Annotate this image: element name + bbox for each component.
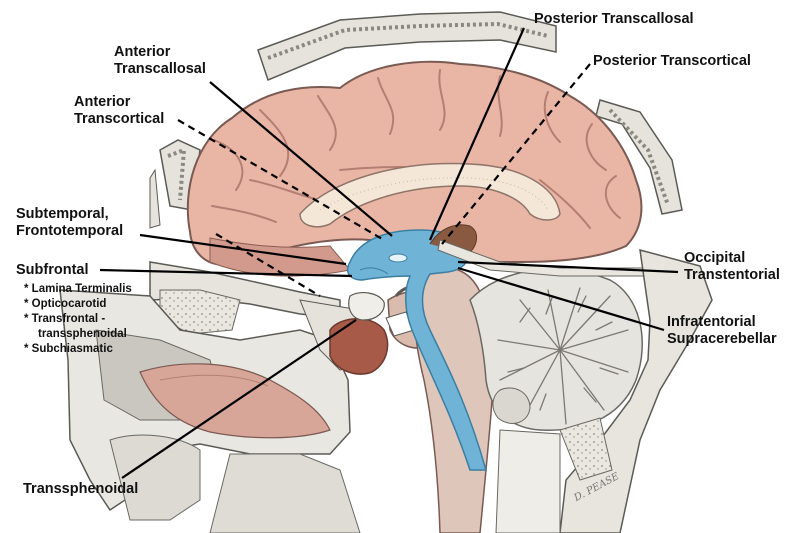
- label-posterior-transcallosal: Posterior Transcallosal: [534, 11, 694, 27]
- label-posterior-transcortical: Posterior Transcortical: [593, 53, 751, 69]
- transsphenoidal-line: [121, 319, 357, 479]
- subfrontal-item-lamina-terminalis: * Lamina Terminalis: [24, 283, 132, 295]
- label-occipital: Occipital: [684, 250, 746, 266]
- subfrontal-item-opticocarotid: * Opticocarotid: [24, 298, 107, 310]
- occipital-transtentorial-line: [457, 260, 679, 274]
- subfrontal-item-subchiasmatic: * Subchiasmatic: [24, 343, 113, 355]
- label-anterior-transcallosal-line2: Transcallosal: [114, 61, 206, 77]
- subtemporal-line: [139, 233, 347, 266]
- label-anterior-transcallosal-line1: Anterior: [114, 44, 171, 60]
- subfrontal-line: [99, 268, 353, 278]
- occipital-bone: [495, 248, 713, 533]
- label-frontotemporal: Frontotemporal: [16, 223, 124, 239]
- subfrontal-item-transfrontal: * Transfrontal -: [24, 313, 106, 325]
- label-infratentorial: Infratentorial: [667, 314, 756, 330]
- label-transtentorial: Transtentorial: [684, 267, 780, 283]
- posterior-transcallosal-line: [428, 27, 526, 241]
- skull-base-face: [59, 261, 381, 533]
- subfrontal-item-transsphenoidal-cont: transsphenoidal: [38, 328, 127, 340]
- anterior-transcortical-line: [177, 119, 385, 241]
- frontotemporal-line: [215, 233, 321, 297]
- label-anterior-transcortical-line1: Anterior: [74, 94, 131, 110]
- label-subfrontal: Subfrontal: [16, 262, 89, 278]
- infratentorial-supracerebellar-line: [457, 266, 665, 332]
- anterior-transcallosal-line: [209, 81, 393, 237]
- label-anterior-transcortical-line2: Transcortical: [74, 111, 165, 127]
- label-transsphenoidal: Transsphenoidal: [23, 481, 139, 497]
- posterior-transcortical-line: [441, 63, 591, 245]
- approach-trajectories: [99, 27, 679, 479]
- label-supracerebellar: Supracerebellar: [667, 331, 777, 347]
- label-subtemporal: Subtemporal,: [16, 206, 109, 222]
